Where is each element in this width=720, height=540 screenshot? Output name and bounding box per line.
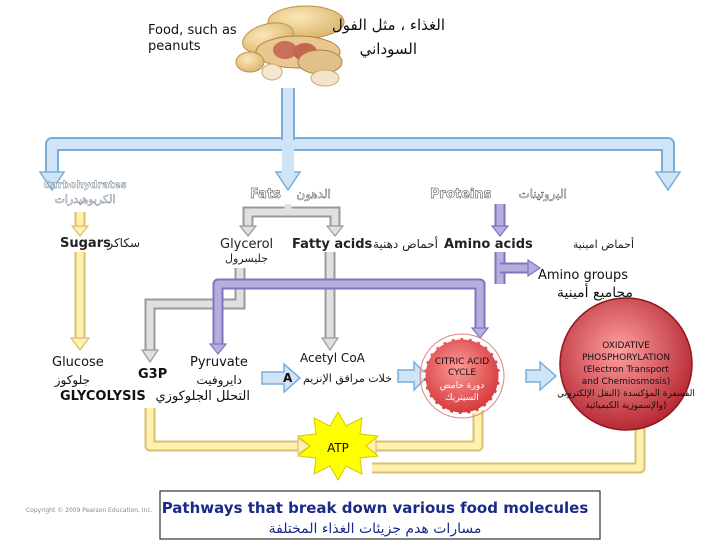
pyruvate-to-acetyl-arrow (261, 362, 302, 394)
carbohydrates-label-en: Carbohydrates (43, 180, 126, 191)
carbohydrates-label-ar: الكربوهيدرات (55, 193, 116, 206)
acetyl-coa-label-en-a: A (283, 371, 293, 385)
citric-cycle-label-en-2: CYCLE (448, 368, 476, 378)
glycerol-label-en: Glycerol (220, 237, 273, 252)
oxidative-label-en-3: (Electron Transport (583, 365, 669, 375)
caption-en: Pathways that break down various food mo… (162, 499, 589, 517)
carb-to-sugars-arrow (70, 212, 90, 237)
food-label-ar-line2: السوداني (360, 40, 417, 59)
top-distribution-arrow (38, 88, 682, 192)
pyruvate-label-ar: دايروفيت (196, 373, 242, 388)
proteins-to-amino-acids-arrow (490, 204, 510, 237)
fats-branch-arrows (238, 204, 345, 237)
peanuts-image (235, 5, 345, 87)
copyright-text: Copyright © 2009 Pearson Education, Inc. (26, 507, 153, 514)
oxidative-label-ar-1: الفسفرة المؤكسدة (النقل الإلكتروني (557, 389, 695, 399)
food-label-en-line2: peanuts (148, 39, 201, 54)
atp-collection-arrows (144, 408, 646, 474)
sugars-label-en: Sugars (60, 236, 111, 251)
pyruvate-label-en: Pyruvate (190, 355, 248, 370)
fats-label-ar: الدهون (296, 187, 331, 202)
oxidative-label-ar-2: والإسموزية الكيميائية) (585, 401, 666, 411)
proteins-label-en: Proteins (430, 187, 492, 202)
amino-groups-label-ar: مجاميع أمينية (557, 283, 633, 301)
amino-acids-label-ar: أحماض امينية (573, 237, 634, 251)
amino-acids-distribution-arrows (208, 252, 542, 355)
atp-label: ATP (327, 441, 349, 455)
caption-box (159, 490, 601, 540)
glycerol-label-ar: جليسرول (225, 252, 268, 265)
citric-to-oxidative-arrow (525, 360, 558, 392)
sugars-to-glucose-arrow (69, 252, 91, 351)
proteins-label-ar: البروتينات (518, 187, 567, 202)
citric-cycle-label-ar-1: دورة حامض (440, 381, 484, 391)
fatty-acids-label-ar: أحماض دهنية (373, 236, 438, 252)
food-label-en-line1: Food, such as (148, 23, 237, 38)
citric-acid-cycle (419, 333, 505, 419)
g3p-label: G3P (138, 367, 167, 382)
fatty-acids-label-en: Fatty acids (292, 237, 373, 252)
amino-groups-label-en: Amino groups (538, 268, 628, 283)
citric-cycle-label-en-1: CITRIC ACID (435, 357, 489, 367)
caption-ar: مسارات هدم جزيئات الغذاء المختلفة (269, 521, 482, 537)
acetyl-coa-label-en: Acetyl CoA (300, 351, 366, 365)
citric-cycle-label-ar-2: السيتريك (445, 393, 479, 403)
glucose-label-ar: جلوكوز (54, 373, 90, 388)
sugars-label-ar: سكاكر (106, 236, 140, 251)
glycolysis-label-en: GLYCOLYSIS (60, 389, 146, 404)
fats-label-en: Fats (250, 187, 281, 202)
food-label-ar-line1: الغذاء ، مثل الفول (332, 16, 445, 34)
oxidative-label-en-2: PHOSPHORYLATION (582, 353, 670, 363)
oxidative-label-en-1: OXIDATIVE (602, 341, 650, 351)
amino-acids-label-en: Amino acids (444, 237, 533, 252)
fatty-acids-to-acetyl-arrow (320, 252, 340, 352)
glucose-label-en: Glucose (52, 355, 104, 370)
atp-burst (296, 410, 380, 482)
glycolysis-label-ar: التحلل الجلوكوزي (155, 389, 250, 404)
acetyl-coa-label-ar: خلات مرافق الإنزيم (303, 372, 392, 386)
oxidative-phosphorylation (559, 297, 693, 431)
oxidative-label-en-4: and Chemiosmosis) (582, 377, 670, 387)
